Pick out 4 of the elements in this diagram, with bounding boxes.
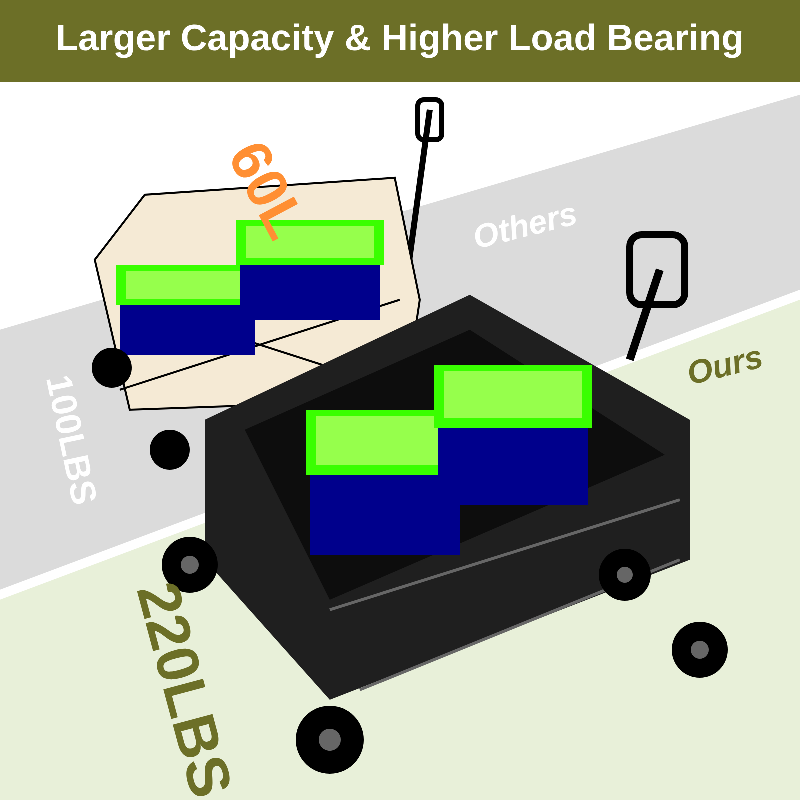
title-banner: Larger Capacity & Higher Load Bearing (0, 0, 800, 82)
comparison-label: Ours (689, 351, 762, 384)
load-label: 220LBS (137, 584, 230, 796)
capacity-label: 60L (232, 144, 298, 242)
